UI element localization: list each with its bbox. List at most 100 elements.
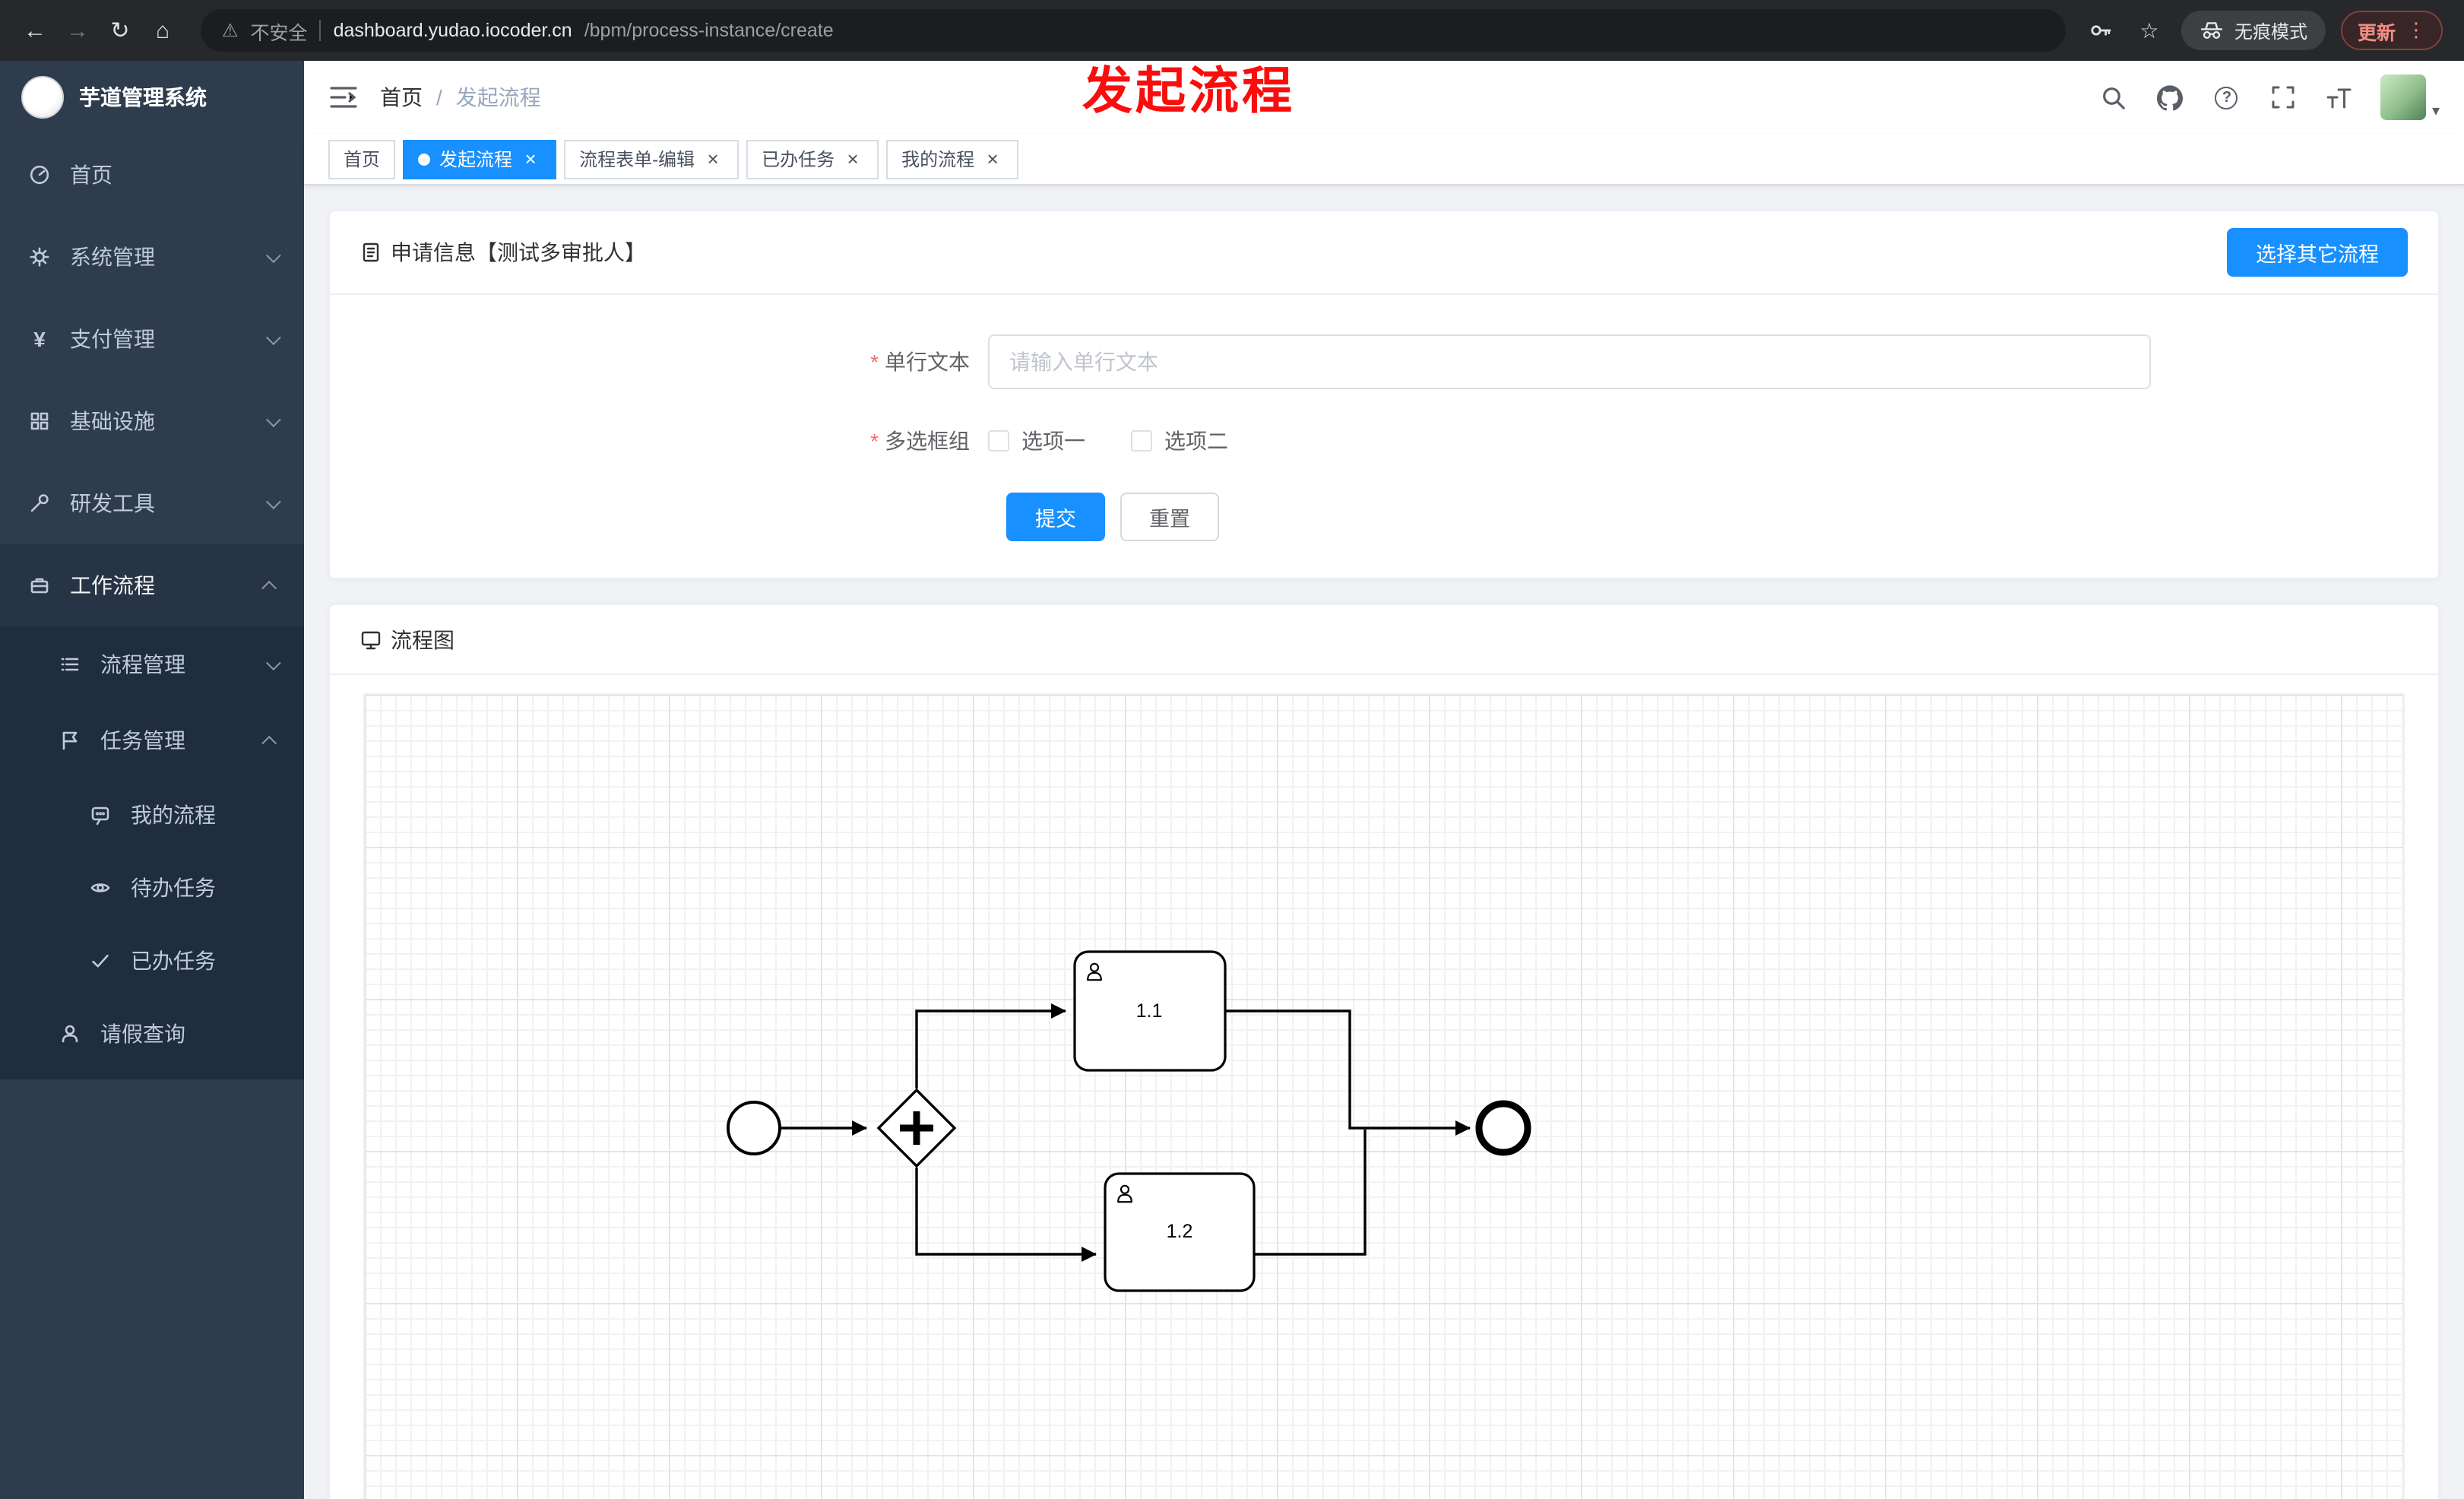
tab-done-tasks[interactable]: 已办任务 × — [746, 139, 879, 179]
close-icon[interactable]: × — [847, 147, 859, 170]
tab-home[interactable]: 首页 — [328, 139, 396, 179]
parallel-gateway[interactable] — [876, 1088, 957, 1168]
card-header: 流程图 — [330, 605, 2438, 675]
sidebar-item-payment-management[interactable]: ¥ 支付管理 — [0, 298, 304, 380]
tab-initiate-process[interactable]: 发起流程 × — [403, 139, 557, 179]
list-icon — [58, 652, 82, 677]
checkbox-option-2[interactable]: 选项二 — [1131, 426, 1228, 456]
sidebar-item-dev-tools[interactable]: 研发工具 — [0, 462, 304, 544]
sidebar-item-leave-query[interactable]: 请假查询 — [0, 997, 304, 1070]
chevron-up-icon — [261, 579, 277, 595]
dashboard-icon — [27, 163, 52, 187]
briefcase-icon — [27, 573, 52, 597]
app-logo[interactable]: 芋道管理系统 — [0, 61, 304, 134]
tab-process-form-edit[interactable]: 流程表单-编辑 × — [564, 139, 740, 179]
user-task-1-2[interactable]: 1.2 — [1104, 1172, 1256, 1292]
single-line-text-input[interactable] — [988, 334, 2151, 389]
checkbox-label: 选项一 — [1021, 429, 1085, 453]
help-icon[interactable]: ? — [2212, 82, 2242, 113]
breadcrumb-home[interactable]: 首页 — [380, 85, 423, 109]
start-event[interactable] — [727, 1101, 781, 1155]
avatar[interactable] — [2380, 74, 2426, 120]
user-icon — [58, 1022, 82, 1046]
back-icon[interactable]: ← — [24, 17, 46, 43]
not-secure-label[interactable]: 不安全 — [250, 22, 308, 43]
sidebar-item-workflow[interactable]: 工作流程 — [0, 544, 304, 626]
tab-my-processes[interactable]: 我的流程 × — [886, 139, 1019, 179]
github-icon[interactable] — [2155, 82, 2186, 113]
card-title: 流程图 — [360, 624, 454, 654]
forward-icon[interactable]: → — [66, 17, 89, 43]
sidebar-item-system-management[interactable]: 系统管理 — [0, 216, 304, 298]
close-icon[interactable]: × — [707, 147, 719, 170]
field-label-text: 单行文本 — [885, 350, 970, 374]
sidebar-item-label: 待办任务 — [131, 876, 216, 900]
form-row-text: *单行文本 — [330, 334, 2438, 389]
search-icon[interactable] — [2099, 82, 2130, 113]
user-task-icon — [1117, 1184, 1132, 1203]
choose-other-process-button[interactable]: 选择其它流程 — [2227, 228, 2408, 277]
flowchart-icon — [361, 630, 381, 649]
end-event[interactable] — [1475, 1100, 1531, 1156]
flow-task-1-2-join[interactable] — [1254, 1130, 1367, 1256]
submit-button[interactable]: 提交 — [1006, 493, 1105, 541]
home-icon[interactable]: ⌂ — [155, 17, 170, 43]
sidebar-item-task-management[interactable]: 任务管理 — [0, 702, 304, 778]
flow-gateway-to-task-1-2[interactable] — [915, 1168, 1097, 1262]
bpmn-canvas[interactable]: 1.1 1.2 — [363, 693, 2405, 1499]
main-area: 首页 / 发起流程 ? — [304, 61, 2464, 1499]
incognito-icon — [2200, 22, 2223, 40]
sidebar-item-process-management[interactable]: 流程管理 — [0, 626, 304, 702]
sidebar-item-label: 研发工具 — [70, 491, 155, 515]
chevron-down-icon — [265, 329, 281, 345]
chevron-down-icon — [265, 493, 281, 509]
chrome-update-button[interactable]: 更新 ⋮ — [2340, 11, 2443, 50]
check-icon — [88, 949, 112, 973]
breadcrumb-separator: / — [436, 85, 442, 109]
url-bar[interactable]: ⚠ 不安全 dashboard.yudao.iocoder.cn/bpm/pro… — [201, 9, 2066, 52]
logo-avatar — [21, 76, 64, 119]
bookmark-star-icon[interactable]: ☆ — [2139, 17, 2159, 42]
yen-icon: ¥ — [33, 327, 46, 351]
annotation-title: 发起流程 — [1082, 62, 1295, 119]
chevron-down-icon — [265, 654, 281, 670]
sidebar-item-label: 任务管理 — [100, 728, 185, 753]
sidebar-item-label: 我的流程 — [131, 803, 216, 827]
header-actions: ? ▾ — [2099, 74, 2440, 120]
checkbox-box[interactable] — [988, 430, 1009, 452]
password-key-icon[interactable] — [2084, 14, 2117, 47]
process-form: *单行文本 *多选框组 — [330, 295, 2438, 578]
page-content: 申请信息【测试多审批人】 选择其它流程 *单行文本 — [304, 185, 2464, 1499]
sidebar-item-todo-tasks[interactable]: 待办任务 — [0, 851, 304, 924]
eye-icon — [88, 876, 112, 900]
card-title-text: 申请信息【测试多审批人】 — [391, 240, 646, 265]
sidebar-item-done-tasks[interactable]: 已办任务 — [0, 924, 304, 997]
application-info-card: 申请信息【测试多审批人】 选择其它流程 *单行文本 — [328, 210, 2440, 579]
chat-icon — [88, 803, 112, 827]
checkbox-box[interactable] — [1131, 430, 1152, 452]
sidebar-item-home[interactable]: 首页 — [0, 134, 304, 216]
browser-toolbar-right: ☆ 无痕模式 更新 ⋮ — [2084, 11, 2449, 50]
sidebar-item-my-processes[interactable]: 我的流程 — [0, 778, 304, 851]
sidebar-collapse-icon[interactable] — [328, 82, 359, 113]
browser-menu-icon[interactable]: ⋮ — [2406, 18, 2426, 41]
card-header: 申请信息【测试多审批人】 选择其它流程 — [330, 211, 2438, 295]
sidebar-item-infrastructure[interactable]: 基础设施 — [0, 380, 304, 462]
fullscreen-icon[interactable] — [2268, 82, 2298, 113]
close-icon[interactable]: × — [987, 147, 999, 170]
checkbox-option-1[interactable]: 选项一 — [988, 426, 1085, 456]
user-task-icon — [1087, 962, 1102, 981]
user-menu[interactable]: ▾ — [2380, 74, 2440, 120]
user-task-1-1[interactable]: 1.1 — [1073, 950, 1227, 1072]
reset-button[interactable]: 重置 — [1120, 493, 1219, 541]
flow-gateway-to-task-1-1[interactable] — [915, 1003, 1066, 1089]
breadcrumb: 首页 / 发起流程 — [380, 82, 541, 113]
bpmn-diagram[interactable]: 1.1 1.2 — [365, 695, 2409, 1499]
font-size-icon[interactable] — [2324, 82, 2355, 113]
close-icon[interactable]: × — [524, 147, 537, 170]
app-header: 首页 / 发起流程 ? — [304, 61, 2464, 134]
card-title-text: 流程图 — [391, 627, 454, 651]
flow-task-1-1-to-end[interactable] — [1225, 1009, 1471, 1136]
reload-icon[interactable]: ↻ — [110, 18, 130, 44]
flow-diagram-card: 流程图 — [328, 604, 2440, 1499]
